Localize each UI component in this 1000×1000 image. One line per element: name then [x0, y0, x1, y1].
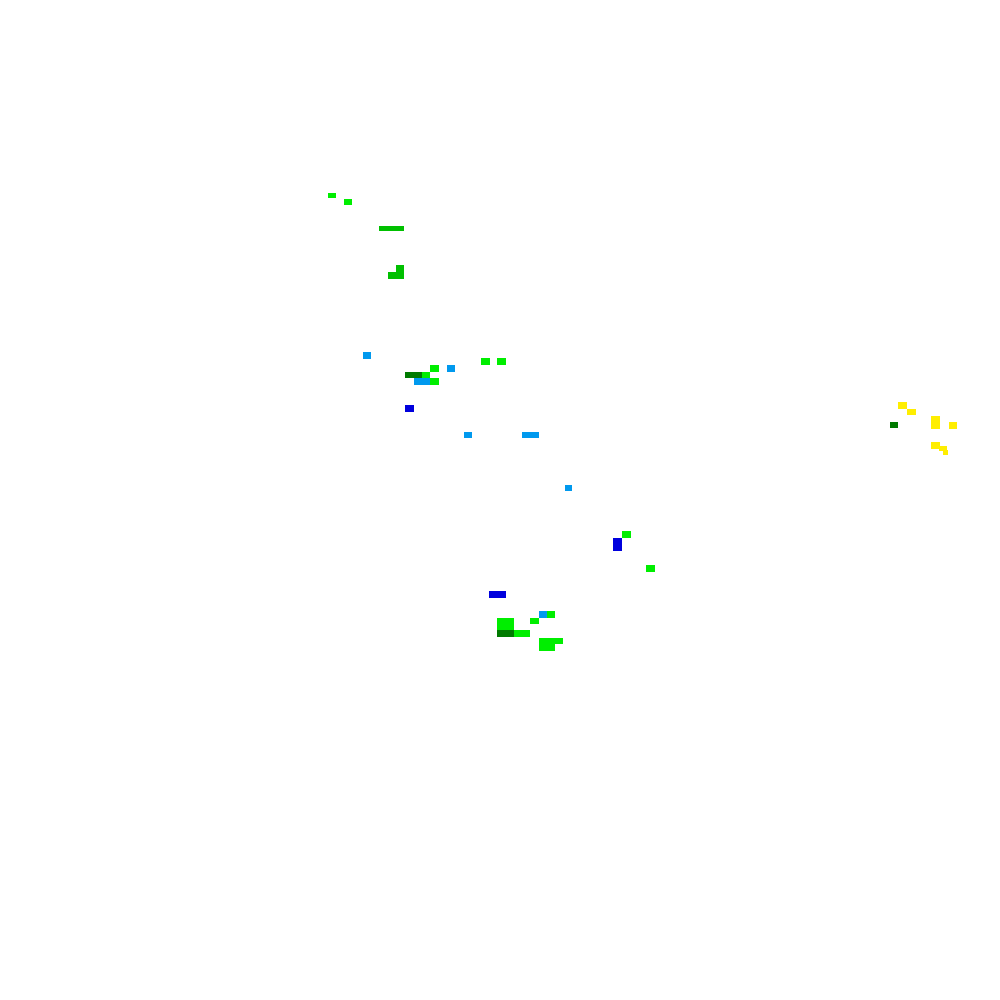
pixel-cluster-light-blue: [363, 352, 572, 618]
map-pixel: [430, 378, 439, 385]
map-pixel: [489, 591, 506, 598]
map-pixel: [514, 630, 530, 637]
map-pixel: [497, 630, 514, 637]
map-pixel: [565, 485, 572, 491]
map-pixel: [890, 422, 898, 428]
map-pixel: [344, 199, 352, 205]
map-pixel: [497, 618, 514, 630]
map-pixel: [481, 358, 490, 365]
map-pixel: [422, 372, 430, 378]
map-pixel: [907, 409, 916, 415]
map-pixel: [414, 378, 432, 385]
pixel-cluster-dark-green: [405, 372, 898, 637]
map-pixel: [430, 365, 439, 372]
pixel-cluster-bright-green: [422, 358, 506, 385]
map-pixel: [405, 405, 414, 412]
map-pixel: [622, 531, 631, 538]
pixel-cluster-blue: [405, 405, 622, 598]
pixel-cluster-yellow: [898, 402, 957, 455]
map-pixel: [931, 442, 940, 449]
map-pixel: [464, 432, 472, 438]
map-pixel: [539, 638, 563, 644]
map-pixel: [530, 618, 539, 624]
map-pixel: [613, 538, 622, 551]
map-pixel: [931, 416, 940, 429]
map-pixel: [547, 611, 555, 618]
pixel-cluster-mid-green: [379, 226, 404, 279]
map-pixel: [388, 272, 404, 279]
map-pixel: [405, 372, 422, 378]
map-pixel: [497, 358, 506, 365]
map-pixel: [939, 446, 947, 451]
map-pixel: [539, 611, 548, 618]
map-pixel: [328, 193, 336, 198]
map-pixel: [522, 432, 539, 438]
pixel-cluster-bright-green: [328, 193, 352, 205]
map-pixel: [447, 365, 455, 372]
pixel-cluster-bright-green: [497, 531, 655, 651]
map-pixel: [396, 265, 404, 272]
map-pixel: [898, 402, 907, 409]
map-pixel: [949, 422, 957, 429]
map-pixel: [943, 450, 948, 455]
map-pixel: [379, 226, 404, 231]
map-pixel: [539, 644, 555, 651]
map-pixel: [363, 352, 371, 359]
map-pixel: [646, 565, 655, 572]
